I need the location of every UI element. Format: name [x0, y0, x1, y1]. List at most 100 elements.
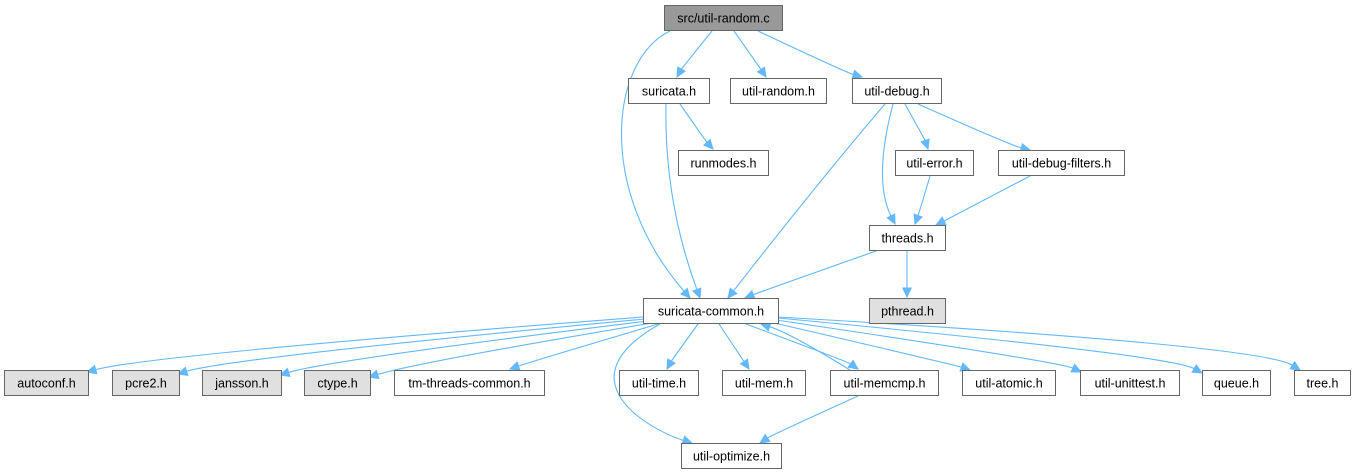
- node-util-debug-h[interactable]: util-debug.h: [852, 78, 942, 104]
- node-label: queue.h: [1214, 377, 1259, 391]
- node-threads-h[interactable]: threads.h: [869, 225, 946, 251]
- arrowhead-icon: [756, 66, 767, 78]
- arrowhead-icon: [278, 367, 291, 378]
- edge-line: [733, 30, 762, 70]
- node-tm-threads-common-h[interactable]: tm-threads-common.h: [394, 370, 545, 396]
- arrowhead-icon: [702, 138, 714, 150]
- arrowhead-icon: [367, 369, 380, 380]
- node-label: util-error.h: [906, 157, 962, 171]
- node-pcre2-h: pcre2.h: [112, 370, 180, 396]
- arrowhead-icon: [680, 287, 691, 299]
- node-label: threads.h: [881, 232, 933, 246]
- edge-line: [680, 30, 713, 70]
- arrowhead-icon: [508, 361, 521, 371]
- node-box: [112, 370, 180, 396]
- node-util-optimize-h[interactable]: util-optimize.h: [681, 443, 782, 469]
- node-box: [869, 298, 946, 324]
- node-box: [1294, 370, 1351, 396]
- arrowhead-icon: [666, 358, 676, 371]
- edge-line: [733, 103, 886, 292]
- node-label: ctype.h: [317, 377, 357, 391]
- node-box: [730, 78, 827, 104]
- node-label: util-debug.h: [864, 85, 929, 99]
- edge-src-util-random-c-to-util-random-h: [733, 30, 767, 78]
- node-util-random-h[interactable]: util-random.h: [730, 78, 827, 104]
- node-autoconf-h: autoconf.h: [4, 370, 89, 396]
- edge-suricata-common-h-to-autoconf-h: [85, 316, 644, 375]
- node-box: [202, 370, 282, 396]
- node-box: [619, 370, 699, 396]
- node-box: [830, 370, 939, 396]
- node-box: [1202, 370, 1271, 396]
- edge-threads-h-to-suricata-common-h: [743, 250, 877, 300]
- edge-suricata-common-h-to-tm-threads-common-h: [508, 323, 659, 371]
- edge-threads-h-to-pthread-h: [902, 250, 912, 299]
- node-label: util-atomic.h: [975, 377, 1042, 391]
- node-box: [962, 370, 1056, 396]
- node-label: util-random.h: [742, 85, 815, 99]
- arrowhead-icon: [851, 69, 864, 80]
- node-jansson-h: jansson.h: [202, 370, 282, 396]
- node-label: util-optimize.h: [693, 450, 770, 464]
- node-runmodes-h[interactable]: runmodes.h: [678, 150, 769, 176]
- arrowhead-icon: [886, 213, 896, 226]
- edge-line: [621, 30, 685, 292]
- edge-suricata-common-h-to-jansson-h: [278, 320, 649, 378]
- node-box: [394, 370, 545, 396]
- edge-line: [767, 395, 859, 439]
- edge-suricata-common-h-to-util-memcmp-h: [745, 323, 859, 370]
- edge-line: [518, 323, 659, 367]
- node-label: tree.h: [1307, 377, 1339, 391]
- node-label: util-mem.h: [735, 377, 793, 391]
- node-label: jansson.h: [214, 377, 269, 391]
- node-label: src/util-random.c: [677, 12, 769, 26]
- nodes-layer: src/util-random.c suricata.h util-random.h…: [4, 5, 1351, 469]
- arrowhead-icon: [1070, 363, 1083, 373]
- arrowhead-icon: [692, 287, 702, 300]
- node-box: [681, 443, 782, 469]
- edge-suricata-common-h-to-util-mem-h: [718, 323, 750, 370]
- node-label: util-unittest.h: [1095, 377, 1166, 391]
- node-util-error-h[interactable]: util-error.h: [895, 150, 974, 176]
- edge-line: [777, 317, 1195, 370]
- edge-suricata-common-h-to-ctype-h: [367, 322, 653, 380]
- edge-line: [753, 250, 877, 296]
- edge-line: [718, 323, 745, 362]
- edges-layer: [85, 30, 1302, 445]
- node-util-debug-filters-h[interactable]: util-debug-filters.h: [998, 150, 1125, 176]
- node-tree-h[interactable]: tree.h: [1294, 370, 1351, 396]
- edge-util-debug-filters-h-to-threads-h: [934, 175, 1031, 226]
- edge-line: [943, 175, 1031, 222]
- edge-suricata-h-to-runmodes-h: [679, 103, 714, 150]
- node-box: [678, 150, 769, 176]
- node-src-util-random-c[interactable]: src/util-random.c: [664, 5, 783, 31]
- node-util-atomic-h[interactable]: util-atomic.h: [962, 370, 1056, 396]
- edge-line: [917, 103, 1022, 149]
- node-util-time-h[interactable]: util-time.h: [619, 370, 699, 396]
- node-suricata-common-h[interactable]: suricata-common.h: [643, 298, 779, 324]
- edge-line: [186, 318, 646, 372]
- node-queue-h[interactable]: queue.h: [1202, 370, 1271, 396]
- node-util-mem-h[interactable]: util-mem.h: [722, 370, 806, 396]
- node-suricata-h[interactable]: suricata.h: [628, 78, 710, 104]
- edge-util-debug-h-to-util-debug-filters-h: [917, 103, 1032, 153]
- arrowhead-icon: [934, 216, 947, 226]
- arrowhead-icon: [920, 138, 930, 151]
- edge-util-error-h-to-threads-h: [913, 175, 931, 226]
- node-pthread-h: pthread.h: [869, 298, 946, 324]
- node-box: [628, 78, 710, 104]
- node-box: [1080, 370, 1180, 396]
- edge-suricata-common-h-to-util-unittest-h: [775, 319, 1083, 373]
- edge-src-util-random-c-to-util-debug-h: [757, 30, 864, 80]
- arrowhead-icon: [847, 359, 859, 370]
- edge-line: [670, 323, 699, 362]
- node-util-memcmp-h[interactable]: util-memcmp.h: [830, 370, 939, 396]
- node-label: runmodes.h: [690, 157, 756, 171]
- edge-line: [769, 326, 851, 371]
- node-box: [664, 5, 783, 31]
- edge-line: [775, 319, 1074, 369]
- edge-line: [679, 103, 708, 143]
- node-util-unittest-h[interactable]: util-unittest.h: [1080, 370, 1180, 396]
- edge-line: [777, 316, 1293, 366]
